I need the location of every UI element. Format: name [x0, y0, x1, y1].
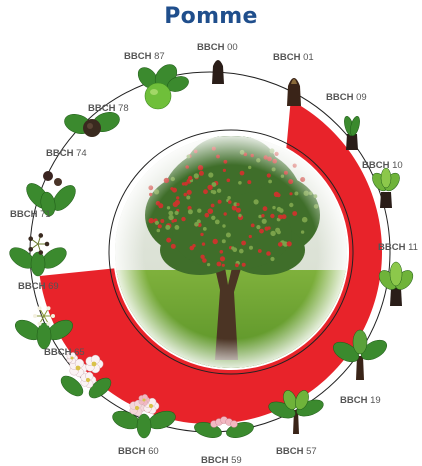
stage-label-prefix: BBCH — [46, 148, 73, 159]
stage-label-code: 57 — [303, 446, 316, 457]
stage-label: BBCH 01 — [273, 52, 314, 63]
stage-label: BBCH 00 — [197, 42, 238, 53]
bud-swelling-icon — [287, 78, 301, 106]
stage-label-prefix: BBCH — [201, 455, 228, 466]
stage-label-code: 00 — [224, 42, 237, 53]
stage-label-code: 65 — [71, 347, 84, 358]
stage-label-code: 59 — [228, 455, 241, 466]
stage-label-prefix: BBCH — [44, 347, 71, 358]
stage-label-code: 69 — [45, 281, 58, 292]
stage-label-code: 11 — [405, 242, 418, 253]
dormant-bud-icon — [212, 60, 224, 84]
stage-label: BBCH 11 — [378, 242, 418, 253]
stage-label-code: 10 — [389, 160, 402, 171]
stage-label-code: 01 — [300, 52, 313, 63]
stage-label-code: 19 — [367, 395, 380, 406]
stage-label-prefix: BBCH — [273, 52, 300, 63]
stage-label-prefix: BBCH — [124, 51, 151, 62]
stage-label-prefix: BBCH — [276, 446, 303, 457]
stage-label-prefix: BBCH — [326, 92, 353, 103]
stage-label-prefix: BBCH — [88, 103, 115, 114]
stage-label-prefix: BBCH — [197, 42, 224, 53]
stage-label-code: 87 — [151, 51, 164, 62]
stage-label: BBCH 87 — [124, 51, 165, 62]
stage-label: BBCH 60 — [118, 446, 159, 457]
stage-label: BBCH 09 — [326, 92, 367, 103]
stage-label: BBCH 71 — [10, 209, 51, 220]
stage-label: BBCH 10 — [362, 160, 403, 171]
stage-label-prefix: BBCH — [18, 281, 45, 292]
stage-label-prefix: BBCH — [378, 242, 405, 253]
stage-label-code: 09 — [353, 92, 366, 103]
stage-label-code: 74 — [73, 148, 86, 159]
stage-label-code: 71 — [37, 209, 50, 220]
stage-label: BBCH 78 — [88, 103, 129, 114]
fruit-set-icon — [6, 233, 70, 276]
stage-label-prefix: BBCH — [340, 395, 367, 406]
stage-label-prefix: BBCH — [362, 160, 389, 171]
stage-label-code: 60 — [145, 446, 158, 457]
first-leaves-icon — [376, 262, 417, 306]
stage-label: BBCH 65 — [44, 347, 85, 358]
stage-label-prefix: BBCH — [118, 446, 145, 457]
stage-label-prefix: BBCH — [10, 209, 37, 220]
stage-label: BBCH 59 — [201, 455, 242, 466]
stage-label-code: 78 — [115, 103, 128, 114]
stage-label: BBCH 57 — [276, 446, 317, 457]
stage-label: BBCH 19 — [340, 395, 381, 406]
stage-label: BBCH 74 — [46, 148, 87, 159]
stage-label: BBCH 69 — [18, 281, 59, 292]
